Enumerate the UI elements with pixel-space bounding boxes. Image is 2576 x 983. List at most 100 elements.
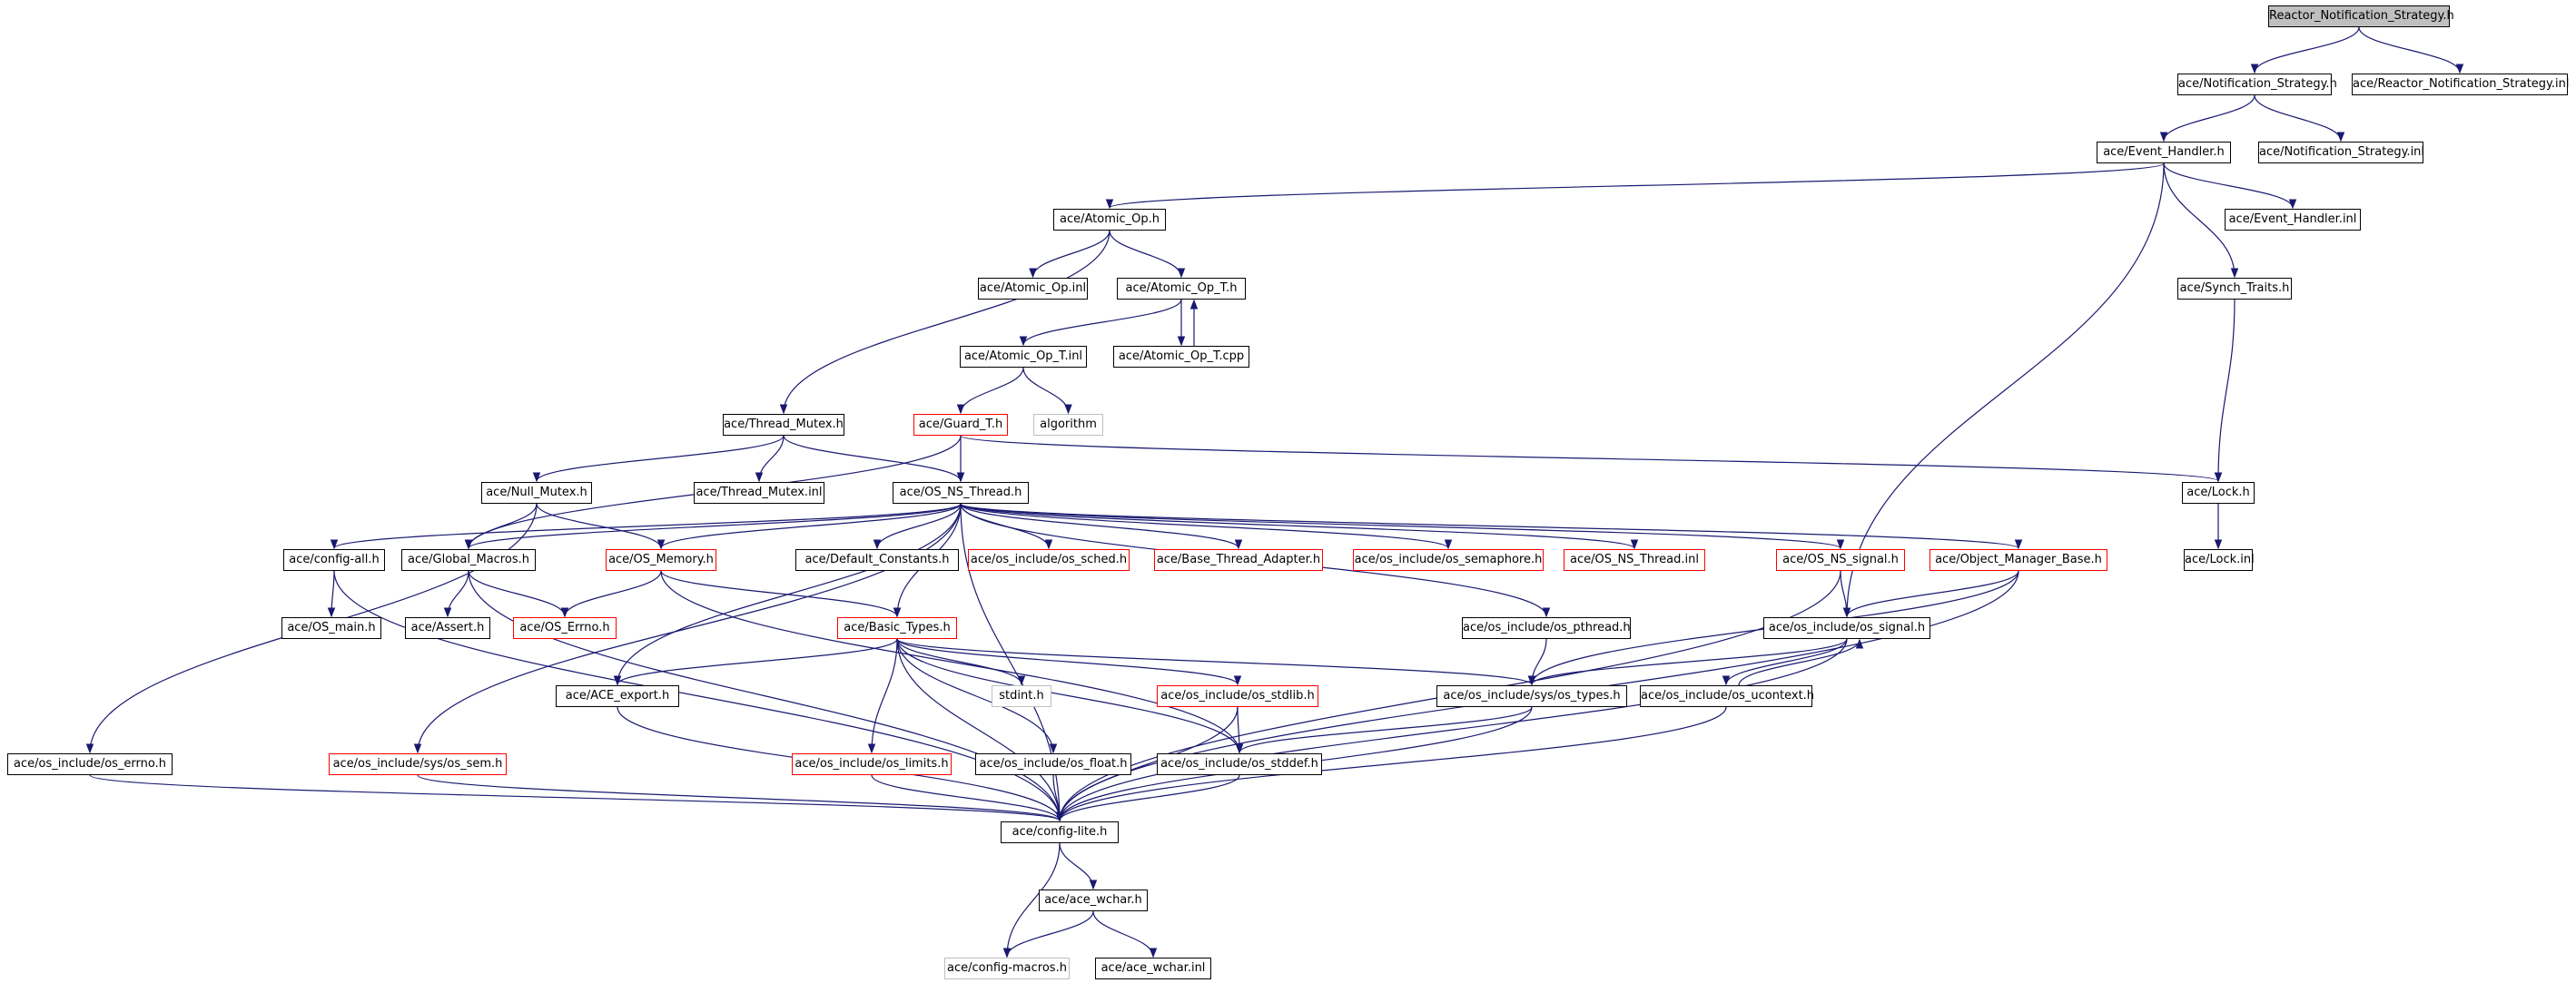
edge-os_ns_thread-to-base_thread_adapter: [960, 503, 1239, 549]
edge-sys_os_sem-to-config_lite: [417, 774, 1061, 821]
node-atomic-t[interactable]: ace/Atomic_Op_T.h: [1117, 278, 1246, 300]
node-ace-wchar-inl[interactable]: ace/ace_wchar.inl: [1095, 958, 1211, 979]
edge-os_ucontext-to-config_lite: [1059, 706, 1727, 821]
edge-thread_mutex-to-os_ns_thread: [783, 435, 962, 482]
node-lock-inl[interactable]: ace/Lock.inl: [2184, 549, 2255, 571]
node-notif-h[interactable]: ace/Notification_Strategy.h: [2177, 74, 2337, 95]
edge-root-to-rns_inl: [2358, 26, 2461, 74]
arrowhead-root-to-rns_inl: [2455, 64, 2464, 74]
edge-os_ns_thread-to-os_ns_thread_inl: [960, 503, 1635, 549]
arrowhead-os_ucontext-to-os_signal: [1855, 638, 1864, 649]
edge-basic_types-to-sys_os_types: [896, 638, 1533, 685]
node-os-float[interactable]: ace/os_include/os_float.h: [975, 753, 1131, 775]
edge-config_all-to-config_lite: [333, 570, 1061, 821]
edge-notif_h-to-evh: [2163, 94, 2255, 142]
node-os-errno-inc[interactable]: ace/os_include/os_errno.h: [7, 753, 173, 775]
node-os-ns-thread[interactable]: ace/OS_NS_Thread.h: [893, 482, 1029, 504]
edge-guard-to-lock: [960, 435, 2219, 482]
arrowhead-atomic-to-thread_mutex: [779, 404, 788, 415]
arrowhead-notif_h-to-notif_inl: [2336, 132, 2345, 143]
edge-os_ns_thread-to-os_semaphore: [960, 503, 1449, 549]
edge-synch-to-lock: [2217, 299, 2235, 482]
edge-os_ns_thread-to-global_macros: [468, 503, 962, 549]
node-sys-os-sem[interactable]: ace/os_include/sys/os_sem.h: [329, 753, 507, 775]
node-ace-export[interactable]: ace/ACE_export.h: [556, 685, 679, 707]
node-atomic[interactable]: ace/Atomic_Op.h: [1053, 209, 1166, 231]
node-os-stddef[interactable]: ace/os_include/os_stddef.h: [1157, 753, 1322, 775]
arrowhead-evh-to-synch: [2230, 268, 2239, 279]
arrowhead-os_ns_thread-to-base_thread_adapter: [1234, 539, 1243, 550]
node-basic-types[interactable]: ace/Basic_Types.h: [837, 617, 957, 639]
edge-basic_types-to-ace_export: [617, 638, 898, 685]
arrowhead-null_mutex-to-os_errno_inc: [85, 743, 94, 754]
arrowhead-atomic_t_inl-to-algorithm: [1064, 404, 1072, 415]
node-global-macros[interactable]: ace/Global_Macros.h: [401, 549, 536, 571]
arrowhead-os_ns_thread-to-config_all: [330, 539, 339, 550]
edge-os_ucontext-to-os_signal: [1738, 639, 1860, 686]
arrowhead-evh-to-evh_inl: [2288, 199, 2297, 210]
edge-os_ns_thread-to-object_manager_base: [960, 503, 2019, 549]
node-atomic-inl[interactable]: ace/Atomic_Op.inl: [978, 278, 1088, 300]
arrowhead-lock-to-lock_inl: [2214, 539, 2223, 550]
edge-atomic-to-atomic_t: [1109, 230, 1182, 278]
edge-basic_types-to-config_lite: [896, 638, 1061, 821]
arrowhead-root-to-notif_h: [2250, 64, 2259, 74]
node-object-manager-base[interactable]: ace/Object_Manager_Base.h: [1930, 549, 2107, 571]
edge-layer: [85, 26, 2464, 958]
edge-os_signal-to-sys_os_types: [1531, 638, 1848, 685]
arrowhead-thread_mutex-to-thread_mutex_inl: [755, 472, 764, 483]
node-config-lite[interactable]: ace/config-lite.h: [1001, 821, 1119, 843]
arrowhead-ace_wchar-to-ace_wchar_inl: [1149, 948, 1158, 958]
node-atomic-t-cpp[interactable]: ace/Atomic_Op_T.cpp: [1113, 346, 1249, 368]
node-os-ns-signal[interactable]: ace/OS_NS_signal.h: [1776, 549, 1905, 571]
arrowhead-basic_types-to-stdint: [1017, 675, 1026, 686]
node-lock[interactable]: ace/Lock.h: [2182, 482, 2255, 504]
node-rns-inl[interactable]: ace/Reactor_Notification_Strategy.inl: [2352, 74, 2569, 95]
node-evh-inl[interactable]: ace/Event_Handler.inl: [2225, 209, 2361, 231]
node-os-main[interactable]: ace/OS_main.h: [281, 617, 381, 639]
node-os-memory[interactable]: ace/OS_Memory.h: [606, 549, 716, 571]
node-notif-inl[interactable]: ace/Notification_Strategy.inl: [2258, 142, 2424, 163]
node-os-ns-thread-inl[interactable]: ace/OS_NS_Thread.inl: [1564, 549, 1705, 571]
node-atomic-t-inl[interactable]: ace/Atomic_Op_T.inl: [960, 346, 1087, 368]
arrowhead-guard-to-os_ns_thread: [956, 472, 965, 483]
edge-ace_wchar-to-config_macros: [1006, 910, 1094, 958]
node-os-stdlib[interactable]: ace/os_include/os_stdlib.h: [1157, 685, 1318, 707]
node-assert[interactable]: ace/Assert.h: [405, 617, 490, 639]
arrowhead-os_ns_thread-to-os_sched: [1044, 539, 1053, 550]
node-os-semaphore[interactable]: ace/os_include/os_semaphore.h: [1353, 549, 1544, 571]
node-os-limits[interactable]: ace/os_include/os_limits.h: [792, 753, 952, 775]
node-config-all[interactable]: ace/config-all.h: [283, 549, 385, 571]
node-os-sched[interactable]: ace/os_include/os_sched.h: [968, 549, 1130, 571]
arrowhead-os_signal-to-sys_os_types: [1527, 675, 1536, 686]
edge-os_ns_thread-to-os_ns_signal: [960, 503, 1841, 549]
arrowhead-guard-to-lock: [2214, 472, 2223, 483]
node-sys-os-types[interactable]: ace/os_include/sys/os_types.h: [1436, 685, 1627, 707]
edge-ace_wchar-to-ace_wchar_inl: [1092, 910, 1154, 958]
edge-atomic-to-thread_mutex: [783, 230, 1110, 414]
node-synch[interactable]: ace/Synch_Traits.h: [2177, 278, 2292, 300]
node-thread-mutex-inl[interactable]: ace/Thread_Mutex.inl: [694, 482, 824, 504]
arrowhead-os_ns_thread-to-global_macros: [464, 539, 473, 550]
node-null-mutex[interactable]: ace/Null_Mutex.h: [481, 482, 592, 504]
arrowhead-atomic_t_cpp-to-atomic_t: [1189, 299, 1199, 310]
node-os-errno-ace[interactable]: ace/OS_Errno.h: [513, 617, 617, 639]
node-os-ucontext[interactable]: ace/os_include/os_ucontext.h: [1640, 685, 1814, 707]
edge-basic_types-to-os_limits: [871, 638, 898, 753]
node-os-signal[interactable]: ace/os_include/os_signal.h: [1763, 617, 1930, 639]
node-ace-wchar[interactable]: ace/ace_wchar.h: [1039, 890, 1148, 911]
edge-global_macros-to-os_errno_ace: [468, 570, 566, 617]
arrowhead-os_ns_thread-to-os_memory: [656, 539, 666, 550]
edge-os_ns_thread-to-default_constants: [876, 503, 962, 549]
node-guard[interactable]: ace/Guard_T.h: [913, 414, 1008, 436]
arrowhead-os_ns_thread-to-default_constants: [873, 539, 882, 550]
arrowhead-os_ns_thread-to-sys_os_sem: [413, 743, 422, 754]
node-os-pthread[interactable]: ace/os_include/os_pthread.h: [1462, 617, 1631, 639]
node-evh[interactable]: ace/Event_Handler.h: [2097, 142, 2231, 163]
node-thread-mutex[interactable]: ace/Thread_Mutex.h: [723, 414, 844, 436]
edge-os_errno_inc-to-config_lite: [89, 774, 1061, 821]
arrowhead-config_all-to-os_main: [327, 607, 336, 618]
edge-os_ns_thread-to-os_memory: [660, 503, 962, 549]
node-default-constants[interactable]: ace/Default_Constants.h: [795, 549, 959, 571]
node-base-thread-adapter[interactable]: ace/Base_Thread_Adapter.h: [1154, 549, 1323, 571]
